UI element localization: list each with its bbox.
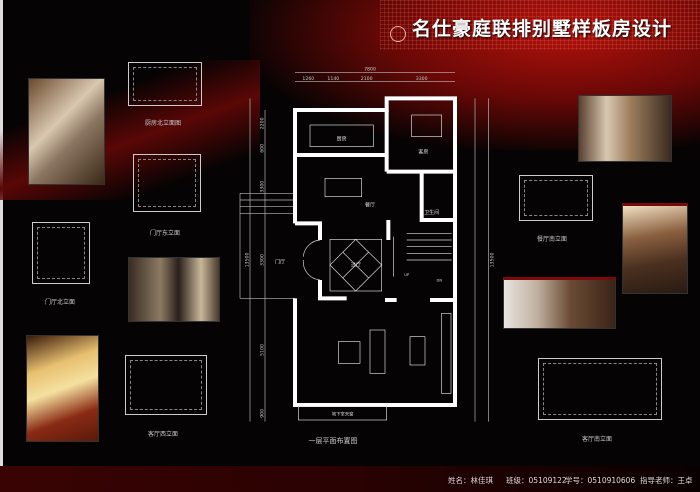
room-foyer: 门厅 [275,258,285,265]
dimension-lines [239,72,489,422]
elevation-entry-east [133,154,201,212]
dim-h5: 5100 [259,344,265,356]
student-id: 学号：0510910606 [565,476,636,485]
room-hall: 过厅 [351,262,361,269]
caption-kitchen-north: 厨房北立面图 [144,120,182,127]
elevation-entry-north [32,222,90,284]
left-border [0,0,3,492]
header-grid-texture [380,0,700,50]
photo-dining-chandelier [622,203,688,294]
photo-double-height-living [128,257,220,322]
board-title: 名仕豪庭联排别墅样板房设计 [412,18,673,40]
room-kitchen: 厨房 [337,136,347,143]
caption-living-west: 客厅西立面 [147,431,179,438]
student-class: 班级：05109122 [506,476,567,485]
dim-h2: 600 [259,144,265,153]
elevation-living-west [125,355,207,415]
advisor: 指导老师：王卓 [640,476,693,485]
elevation-dining-south [519,175,593,221]
caption-living-south: 客厅南立面 [581,436,613,443]
walls [293,96,457,407]
room-guest: 客房 [418,148,428,155]
student-name: 姓名：林佳琪 [448,476,493,485]
dim-total-height-left: 13500 [244,253,250,268]
dim-h1: 2200 [259,117,265,129]
dim-total-height-right: 13500 [489,253,495,268]
footer-bar [0,466,700,492]
photo-living-sofa [503,277,616,329]
caption-entry-north: 门厅北立面 [44,299,76,306]
photo-fireplace-hall [26,335,99,442]
caption-dining-south: 餐厅南立面 [536,236,568,243]
dim-h6: 900 [259,409,265,418]
room-bathroom: 卫生间 [424,209,439,216]
elevation-kitchen-north [128,62,202,106]
dim-h4: 3300 [259,254,265,266]
furniture [298,114,452,421]
dim-2: 1140 [327,76,339,82]
caption-floor-plan: 一层平面布置图 [308,437,358,445]
circle-logo-icon [390,26,406,42]
dim-total-width: 7800 [364,67,376,73]
dim-3: 2100 [361,76,373,82]
photo-living-tv-wall [28,78,105,185]
stair-up: UP [404,273,410,277]
basement-skylight: 地下室天窗 [332,410,354,417]
caption-entry-east: 门厅东立面 [149,230,181,237]
photo-dining-room [578,95,672,162]
floor-plan: 7800 1260 1140 2100 3300 13500 13500 220… [239,67,495,422]
room-dining: 餐厅 [365,202,375,209]
dim-1: 1260 [302,76,314,82]
dim-h3: 3300 [259,181,265,193]
elevation-living-south [538,358,662,420]
stair-down: DN [437,279,443,283]
dim-4: 3300 [416,76,428,82]
